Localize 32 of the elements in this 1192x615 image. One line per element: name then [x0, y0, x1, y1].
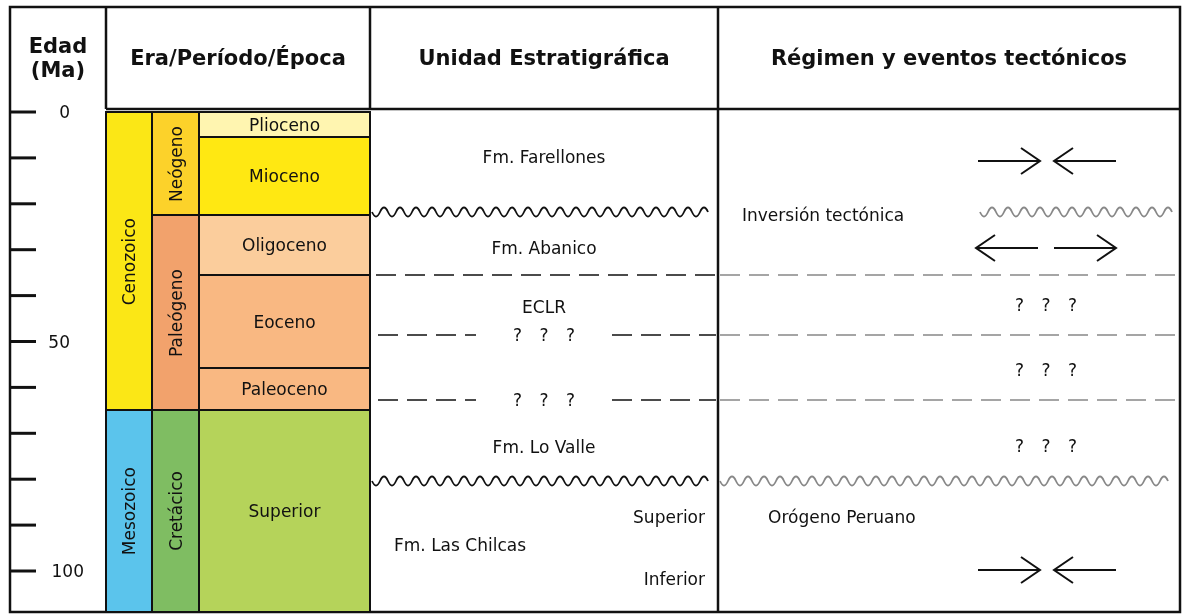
formation-label: ECLR: [522, 297, 566, 317]
era-box: Cenozoico: [105, 111, 153, 412]
uncertainty-mark: ? ? ?: [1015, 436, 1077, 456]
age-tick-label: 50: [48, 332, 70, 352]
formation-label: Fm. Lo Valle: [492, 437, 596, 457]
age-tick-label: 100: [51, 561, 84, 581]
column-header: Era/Período/Época: [130, 46, 346, 70]
column-header: Edad (Ma): [27, 34, 89, 82]
period-box: Cretácico: [151, 409, 200, 613]
epoch-box: Plioceno: [198, 111, 371, 139]
column-header: Régimen y eventos tectónicos: [770, 46, 1128, 70]
epoch-box: Paleoceno: [198, 367, 371, 412]
uncertainty-mark: ? ? ?: [1015, 360, 1077, 380]
formation-label: Fm. Farellones: [482, 147, 606, 167]
uncertainty-mark: ? ? ?: [513, 325, 575, 345]
member-label: Superior: [633, 507, 705, 527]
tectonic-event-label: Orógeno Peruano: [768, 507, 916, 527]
epoch-box: Mioceno: [198, 136, 371, 217]
formation-label: Fm. Las Chilcas: [394, 535, 526, 555]
uncertainty-mark: ? ? ?: [1015, 295, 1077, 315]
epoch-box: Eoceno: [198, 273, 371, 370]
formation-label: Fm. Abanico: [491, 238, 597, 258]
epoch-box: Oligoceno: [198, 214, 371, 276]
era-box: Mesozoico: [105, 409, 153, 613]
tectonic-event-label: Inversión tectónica: [742, 205, 905, 225]
uncertainty-mark: ? ? ?: [513, 390, 575, 410]
age-tick-label: 0: [59, 102, 70, 122]
epoch-box: Superior: [198, 409, 371, 613]
member-label: Inferior: [643, 569, 705, 589]
column-header: Unidad Estratigráfica: [418, 46, 670, 70]
period-box: Paleógeno: [151, 214, 200, 412]
period-box: Neógeno: [151, 111, 200, 217]
